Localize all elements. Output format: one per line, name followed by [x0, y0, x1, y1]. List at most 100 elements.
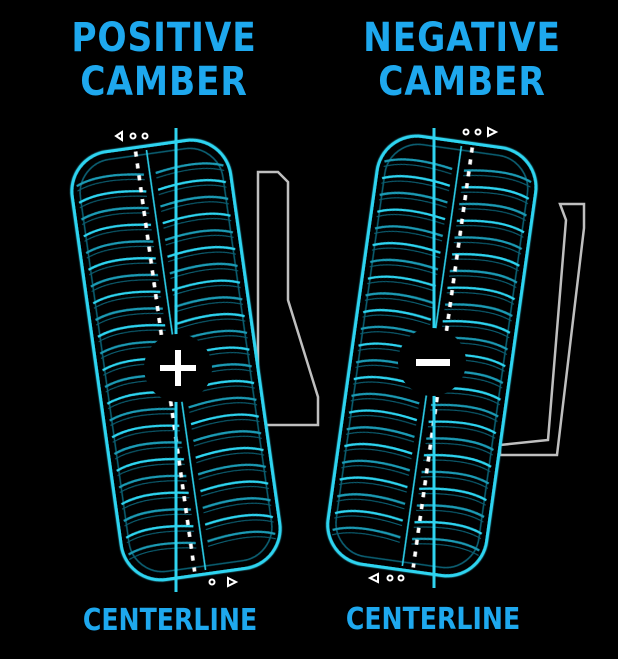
tread-rib-shadow: [350, 398, 419, 409]
tread-rib-shadow: [449, 275, 517, 288]
tread-rib: [171, 279, 241, 292]
positive-tread-pattern: [76, 162, 276, 560]
tread-rib: [449, 269, 518, 284]
tread-rib: [381, 175, 451, 187]
tread-rib: [384, 158, 453, 171]
tread-rib-shadow: [119, 480, 187, 493]
positive-centerline-arrows: [114, 130, 239, 588]
tread-rib: [339, 476, 408, 489]
tread-rib: [190, 413, 259, 426]
tread-rib-shadow: [91, 279, 159, 292]
tread-rib: [346, 426, 415, 438]
tread-rib-shadow: [334, 515, 403, 527]
negative-title-line2: CAMBER: [378, 59, 546, 105]
tread-rib: [337, 493, 406, 505]
tread-rib: [461, 186, 530, 200]
tread-rib-shadow: [336, 498, 405, 510]
tread-rib: [414, 520, 483, 535]
tread-rib-shadow: [427, 426, 496, 439]
tread-rib-shadow: [331, 532, 400, 543]
negative-sign-badge: [398, 328, 466, 396]
tread-rib: [207, 530, 276, 543]
tread-rib-shadow: [205, 519, 274, 531]
tread-rib: [164, 229, 234, 242]
tread-rib: [452, 253, 520, 267]
tread-rib-shadow: [110, 413, 178, 426]
minus-sign-icon: [416, 359, 450, 366]
tread-rib-shadow: [112, 430, 180, 443]
negative-title-line1: NEGATIVE: [363, 15, 561, 61]
tread-rib: [78, 190, 147, 204]
negative-camber-wheel: [326, 126, 586, 588]
tread-rib-shadow: [343, 448, 412, 460]
tread-rib-shadow: [367, 281, 436, 292]
tread-rib: [463, 169, 532, 184]
tread-rib-shadow: [423, 459, 491, 473]
tread-rib-shadow: [453, 241, 522, 255]
positive-title-line1: POSITIVE: [71, 15, 257, 61]
tread-rib: [367, 275, 436, 288]
tread-rib-shadow: [114, 446, 183, 460]
tread-rib: [430, 403, 499, 418]
tread-rib-shadow: [196, 452, 265, 464]
tread-rib-shadow: [156, 167, 225, 179]
tread-rib: [188, 396, 257, 409]
tread-rib: [155, 162, 224, 175]
tread-rib-shadow: [364, 297, 433, 309]
negative-camber-title: NEGATIVE CAMBER: [359, 16, 565, 104]
tread-rib: [111, 424, 180, 439]
tread-rib-shadow: [201, 486, 269, 497]
tread-rib: [169, 262, 238, 275]
tread-rib-shadow: [341, 465, 410, 476]
tread-rib-shadow: [345, 431, 414, 443]
tread-rib-shadow: [451, 258, 519, 272]
tread-rib: [416, 504, 485, 518]
tread-rib-shadow: [458, 208, 526, 221]
tread-rib-shadow: [77, 178, 145, 192]
tread-rib-shadow: [129, 547, 197, 560]
tread-rib-shadow: [177, 318, 246, 330]
tread-rib-shadow: [93, 296, 162, 309]
tread-rib: [123, 508, 192, 522]
tread-rib-shadow: [456, 225, 524, 238]
tread-rib: [447, 286, 516, 301]
tread-rib: [202, 497, 271, 509]
tread-rib: [351, 392, 420, 405]
tread-rib-shadow: [371, 247, 440, 259]
tread-rib-shadow: [126, 530, 195, 544]
tread-rib-shadow: [158, 184, 227, 196]
tread-rib: [109, 407, 177, 422]
tread-rib-shadow: [381, 180, 450, 192]
tread-rib: [456, 219, 525, 234]
tread-rib-shadow: [81, 212, 150, 225]
tread-rib-shadow: [203, 502, 272, 514]
tread-rib: [332, 526, 401, 539]
tread-rib: [92, 290, 161, 305]
tread-rib: [442, 320, 511, 334]
tread-rib: [423, 453, 492, 468]
tread-rib-shadow: [175, 301, 244, 313]
tread-rib-shadow: [376, 214, 445, 225]
tread-rib-shadow: [96, 312, 164, 326]
tread-rib: [344, 442, 413, 455]
tread-rib-shadow: [411, 543, 479, 556]
tread-rib: [421, 470, 490, 485]
negative-centerline-label: CENTERLINE: [345, 602, 521, 637]
tread-rib: [118, 474, 187, 489]
tread-rib: [341, 459, 411, 472]
tread-rib-shadow: [79, 195, 147, 209]
tread-rib-shadow: [165, 234, 234, 246]
tread-rib-shadow: [124, 513, 192, 527]
tread-rib-shadow: [191, 419, 260, 430]
tread-rib: [85, 240, 154, 255]
tread-rib: [90, 273, 159, 288]
tread-rib-shadow: [444, 308, 512, 322]
tread-rib-shadow: [460, 191, 529, 205]
tread-rib-shadow: [369, 264, 438, 275]
tread-rib: [160, 195, 229, 208]
tread-rib-shadow: [446, 292, 515, 305]
tread-rib-shadow: [198, 469, 267, 480]
tread-rib-shadow: [193, 435, 262, 447]
tread-rib: [95, 307, 163, 322]
